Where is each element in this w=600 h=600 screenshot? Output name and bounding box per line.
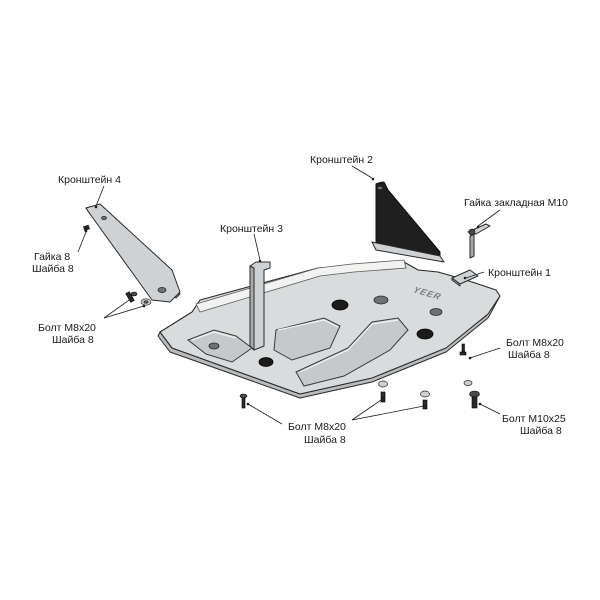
label-bracket-3: Кронштейн 3 (220, 223, 283, 235)
label-washer-8-left: Шайба 8 (52, 334, 94, 346)
plate-hole-3 (429, 308, 443, 316)
label-bolt-m8x20-left: Болт М8х20 (38, 322, 96, 334)
label-washer-8-bottom: Шайба 8 (304, 434, 346, 446)
rib-center (273, 317, 341, 361)
label-nut-8: Гайка 8 (34, 251, 70, 263)
label-washer-8-a: Шайба 8 (32, 263, 74, 275)
seal-strip (195, 259, 407, 313)
label-weld-nut: Гайка закладная М10 (464, 197, 568, 209)
plate-hole-5 (258, 357, 274, 367)
plate-hole-4 (416, 328, 434, 340)
skid-plate: YEER (157, 259, 501, 399)
label-bracket-1: Кронштейн 1 (488, 267, 551, 279)
bolt-m8x20-left (125, 291, 152, 306)
bracket-4 (85, 203, 181, 303)
rib-long (295, 317, 409, 387)
weld-nut-m10 (467, 223, 491, 259)
bracket-2 (371, 181, 445, 263)
nut-8-top (83, 224, 90, 231)
plate-hole-2 (373, 295, 389, 305)
label-bracket-2: Кронштейн 2 (310, 154, 373, 166)
label-washer-8-m10: Шайба 8 (520, 425, 562, 437)
bolt-m8x20-right (459, 343, 473, 386)
bolt-m8x20-bottom (239, 380, 430, 410)
label-bolt-m10x25: Болт М10х25 (502, 413, 566, 425)
plate-hole-6 (208, 342, 220, 350)
plate-hole-1 (331, 299, 349, 311)
label-bolt-m8x20-right: Болт М8х20 (506, 337, 564, 349)
label-washer-8-right: Шайба 8 (508, 349, 550, 361)
leader-lines (77, 165, 501, 425)
bolt-m10x25 (469, 390, 480, 409)
callout-labels: Кронштейн 4 Кронштейн 2 Кронштейн 3 Гайк… (32, 154, 568, 446)
label-bolt-m8x20-bottom: Болт М8х20 (288, 421, 346, 433)
label-bracket-4: Кронштейн 4 (58, 174, 121, 186)
